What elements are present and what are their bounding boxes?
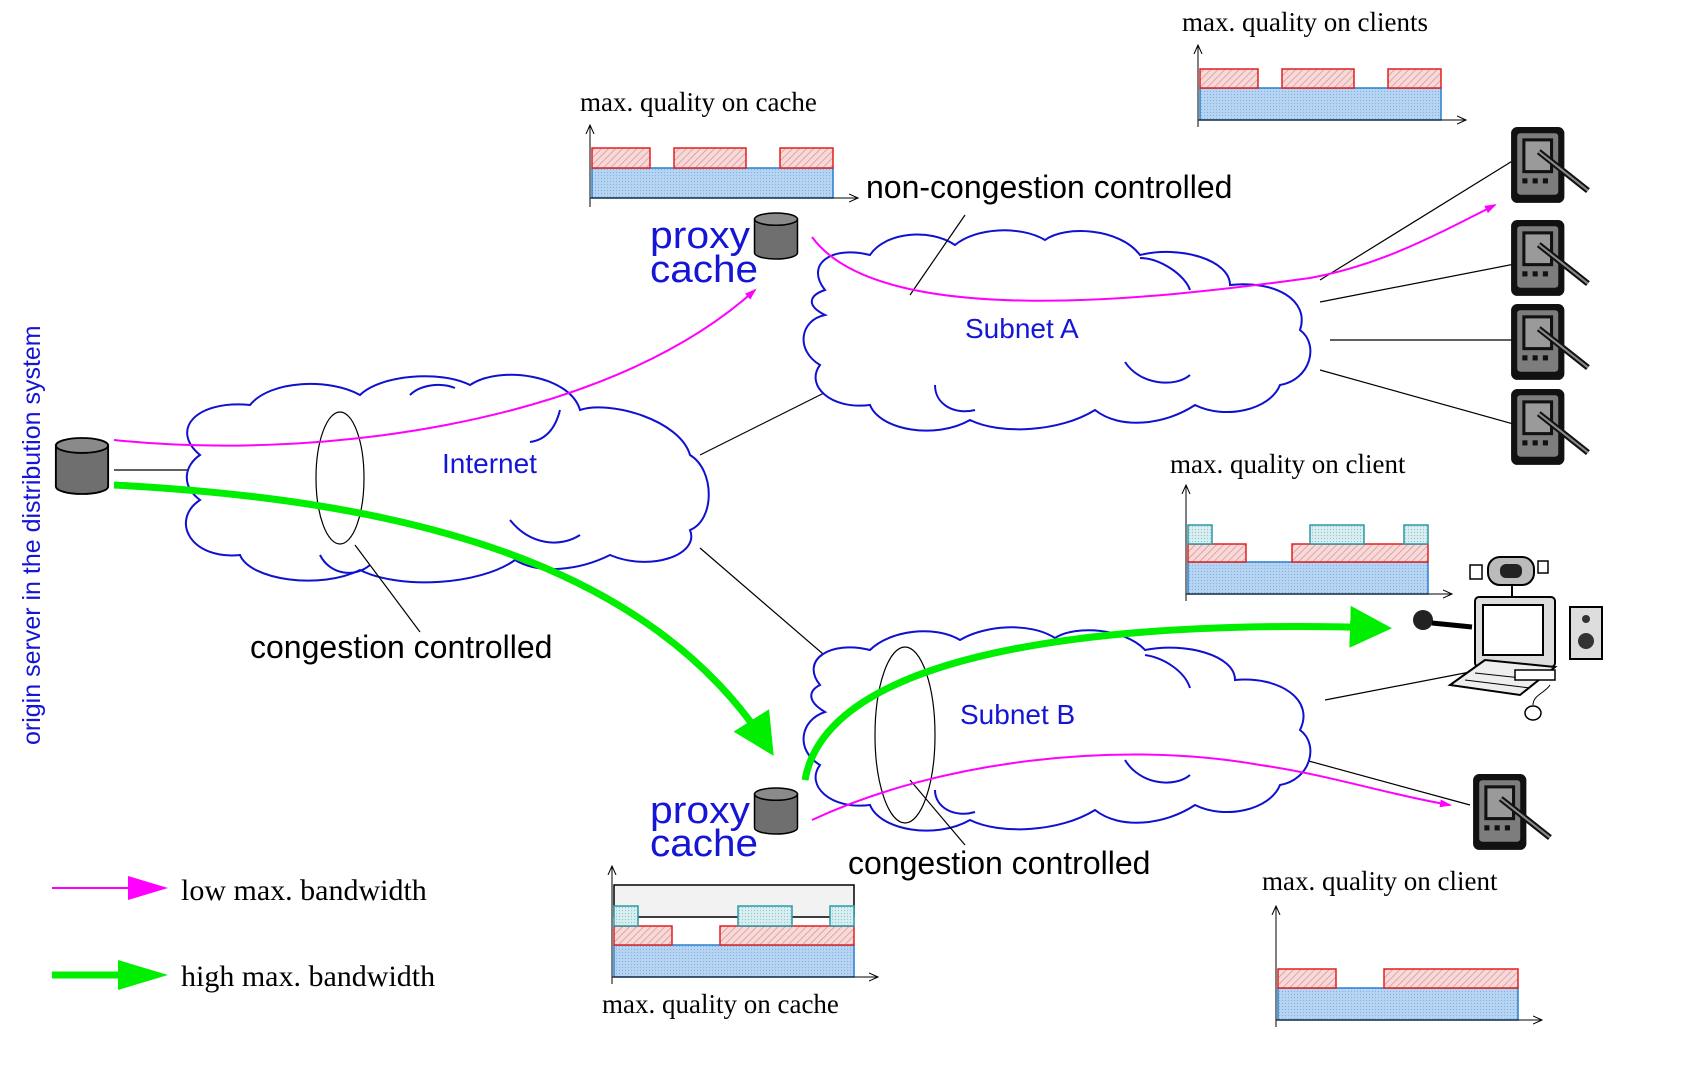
internet-label: Internet xyxy=(442,448,537,479)
quality-chart-client-b-pc: max. quality on client xyxy=(1170,449,1452,601)
internet-cloud xyxy=(184,373,710,584)
subnet-a-pda4-link xyxy=(1319,369,1536,431)
low-flow-proxy-a-to-clients xyxy=(811,204,1497,302)
proxy-cache-b-icon xyxy=(753,787,799,835)
high-flow-origin-to-proxy-b xyxy=(113,481,774,756)
subnet-a-label: Subnet A xyxy=(965,313,1079,344)
congestion-label-subnet-b: congestion controlled xyxy=(848,845,1150,881)
internet-subnet-a-link xyxy=(699,389,831,456)
quality-chart-client-b-pda-title: max. quality on client xyxy=(1262,866,1498,896)
congestion-label-internet: congestion controlled xyxy=(250,629,552,665)
proxy-cache-b-line1: proxy xyxy=(650,790,750,832)
pda-client-1-icon xyxy=(1511,127,1588,203)
workstation-client-icon xyxy=(1413,556,1603,721)
proxy-cache-a-line1: proxy xyxy=(650,215,750,257)
proxy-cache-a-label: proxy cache xyxy=(650,215,758,291)
origin-server-icon xyxy=(54,437,110,495)
legend-high-label: high max. bandwidth xyxy=(181,960,435,993)
quality-chart-cache-top-title: max. quality on cache xyxy=(580,87,817,117)
quality-chart-clients-a: max. quality on clients xyxy=(1182,7,1466,127)
proxy-cache-b-line2: cache xyxy=(650,823,758,865)
legend-high-arrow-icon xyxy=(118,960,168,990)
subnet-b-label: Subnet B xyxy=(960,699,1075,730)
legend-low-label: low max. bandwidth xyxy=(181,874,427,907)
subnet-b-pda-link xyxy=(1304,759,1471,806)
subnet-a-pda1-link xyxy=(1319,146,1536,281)
proxy-cache-a-icon xyxy=(753,212,799,260)
origin-server-label: origin server in the distribution system xyxy=(18,325,46,745)
pda-client-2-icon xyxy=(1511,220,1588,296)
legend: low max. bandwidth high max. bandwidth xyxy=(52,874,435,993)
proxy-cache-b-label: proxy cache xyxy=(650,790,758,865)
annotation-pointers xyxy=(354,214,966,846)
quality-chart-cache-bottom-title: max. quality on cache xyxy=(602,989,839,1019)
internet-subnet-b-link xyxy=(699,547,831,661)
proxy-cache-a-line2: cache xyxy=(650,249,758,291)
low-flow-origin-to-proxy-a xyxy=(113,288,757,447)
quality-chart-client-b-pda: max. quality on client xyxy=(1262,866,1542,1027)
pda-client-3-icon xyxy=(1511,304,1588,380)
pda-client-4-icon xyxy=(1511,389,1588,465)
pda-client-b-icon xyxy=(1473,774,1550,850)
quality-chart-cache-top: max. quality on cache xyxy=(580,87,858,207)
quality-chart-clients-a-title: max. quality on clients xyxy=(1182,7,1428,37)
congestion-ellipse-internet xyxy=(315,411,365,545)
subnet-b-pc-link xyxy=(1324,671,1471,701)
subnet-a-pda2-link xyxy=(1319,259,1536,303)
congestion-ellipse-subnet-b xyxy=(874,646,936,824)
subnet-a-cloud xyxy=(802,229,1312,432)
bandwidth-flows xyxy=(113,204,1497,821)
quality-chart-client-b-pc-title: max. quality on client xyxy=(1170,449,1406,479)
non-congestion-label: non-congestion controlled xyxy=(866,169,1232,205)
low-flow-proxy-b-to-pda xyxy=(811,753,1452,821)
high-flow-proxy-b-to-pc xyxy=(801,605,1392,781)
legend-low-arrow-icon xyxy=(128,876,168,900)
network-links xyxy=(114,146,1536,806)
quality-chart-cache-bottom: max. quality on cache xyxy=(602,866,878,1019)
